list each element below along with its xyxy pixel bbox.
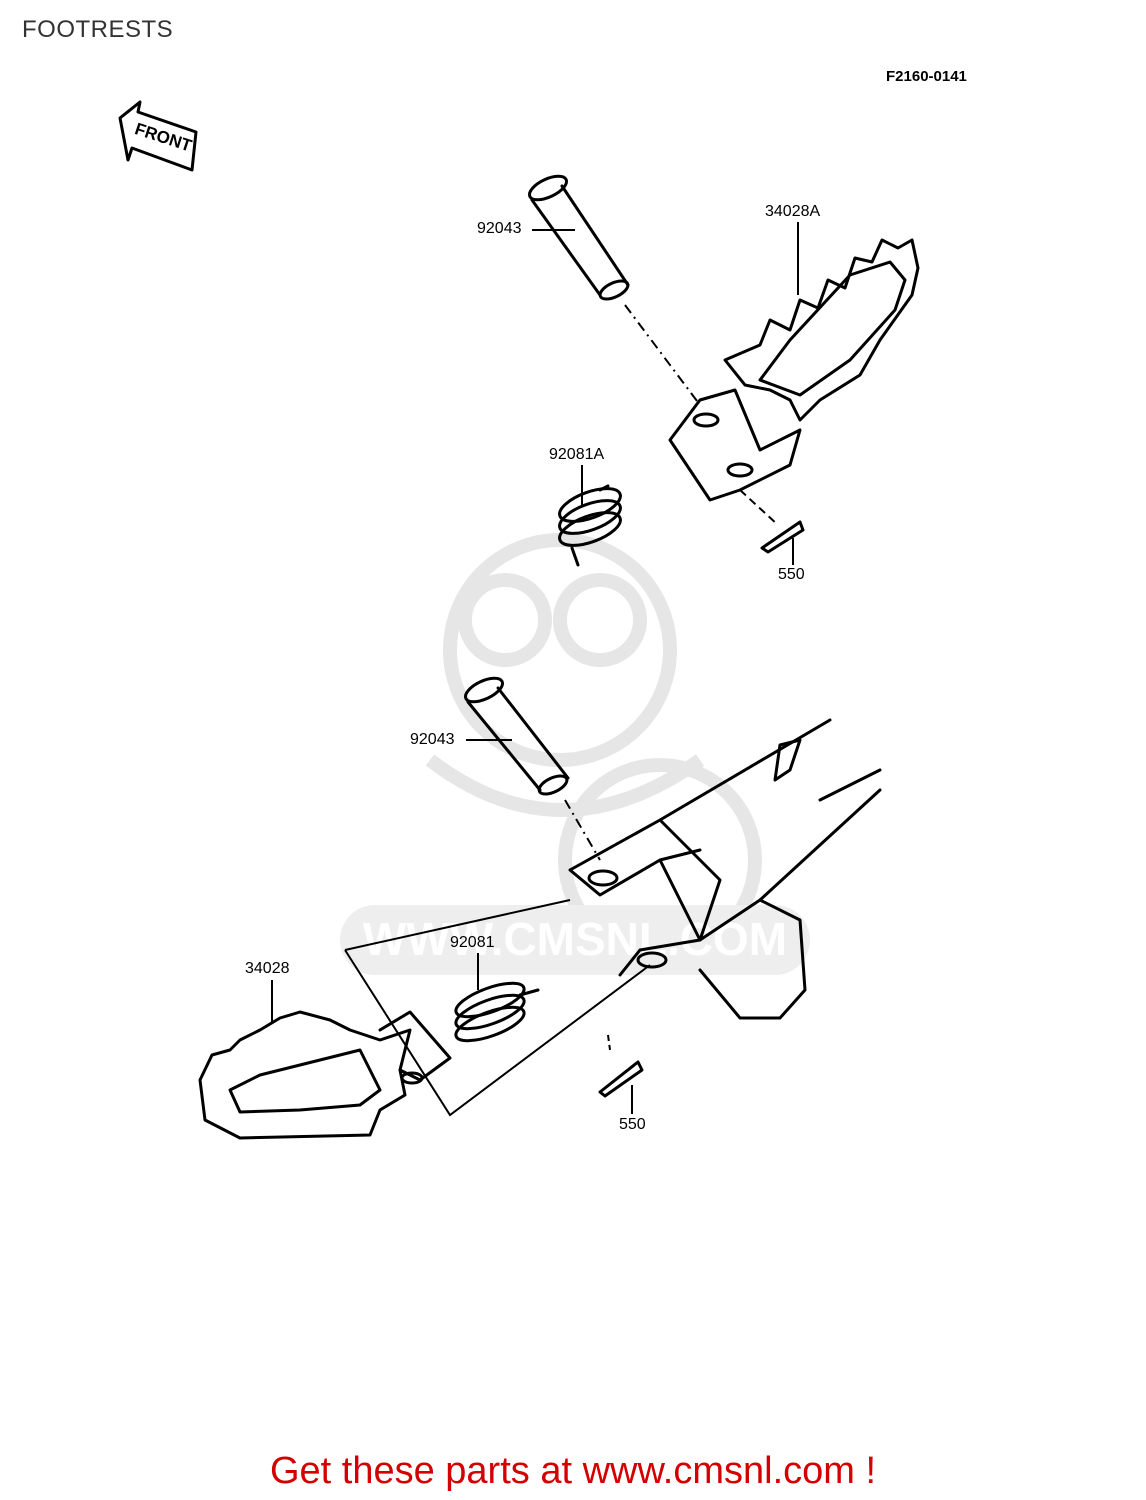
callout-upper-pin: 92043 bbox=[477, 220, 522, 237]
cotter-pin-upper bbox=[739, 489, 805, 554]
watermark-text: WWW.CMSNL.COM bbox=[363, 913, 787, 965]
cotter-pin-lower bbox=[598, 1034, 644, 1098]
watermark-logo: WWW.CMSNL.COM bbox=[340, 533, 810, 975]
page-title: FOOTRESTS bbox=[22, 16, 174, 43]
frame-bracket bbox=[344, 718, 882, 1117]
spring-lower bbox=[454, 981, 540, 1043]
callout-upper-cotter-pin: 550 bbox=[778, 566, 805, 583]
footrest-upper bbox=[668, 238, 920, 502]
spring-upper bbox=[558, 484, 622, 567]
front-arrow-icon: FRONT bbox=[118, 100, 198, 172]
diagram-code: F2160-0141 bbox=[886, 68, 967, 85]
callout-lower-footrest: 34028 bbox=[245, 960, 290, 977]
callout-lower-spring: 92081 bbox=[450, 934, 495, 951]
pin-lower bbox=[463, 676, 601, 861]
footer-link[interactable]: Get these parts at www.cmsnl.com ! bbox=[269, 1450, 877, 1492]
leader-lines bbox=[271, 222, 799, 1114]
callout-lower-cotter-pin: 550 bbox=[619, 1116, 646, 1133]
callout-upper-footrest: 34028A bbox=[765, 203, 821, 220]
callout-lower-pin: 92043 bbox=[410, 731, 455, 748]
pin-upper bbox=[527, 174, 701, 406]
callout-upper-spring: 92081A bbox=[549, 446, 605, 463]
footrest-lower bbox=[198, 1010, 452, 1140]
